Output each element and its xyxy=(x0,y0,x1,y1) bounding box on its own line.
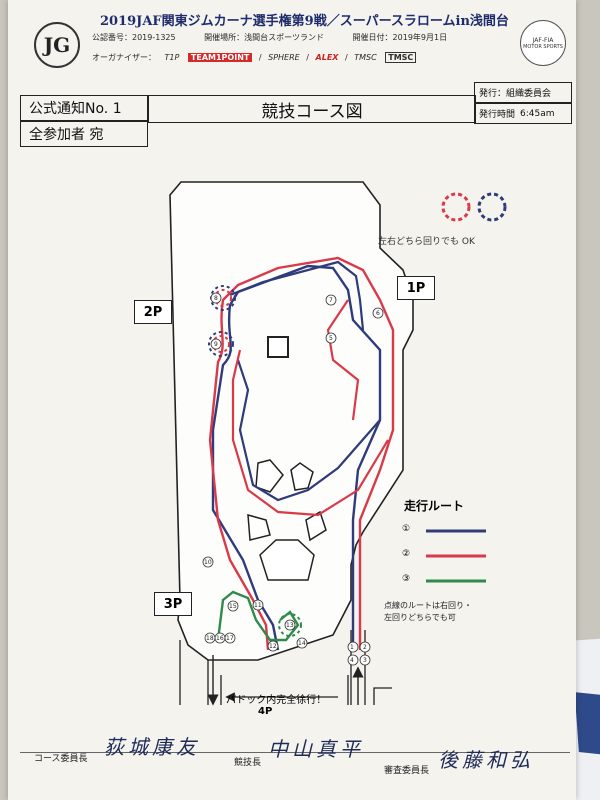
sponsor-tmsc-logo: TMSC xyxy=(385,52,417,63)
jaf-seal-line1: JAF-FIA xyxy=(532,36,554,44)
legend-item-3: ③ xyxy=(402,574,411,584)
legend-blue-dashed-circle xyxy=(477,192,507,222)
event-title: 2019JAF関東ジムカーナ選手権第9戦／スーパースラロームin浅間台 xyxy=(100,14,509,29)
route-2-path xyxy=(208,256,395,651)
inner-obstacle-2 xyxy=(290,462,314,491)
marker-3: 3 xyxy=(363,657,367,664)
legend-note-line2: 左回りどちらでも可 xyxy=(384,613,456,622)
zone-1p: 1P xyxy=(397,276,435,300)
sponsor-sphere: SPHERE xyxy=(268,53,300,62)
legend-title: 走行ルート xyxy=(404,499,465,513)
organizer-logo: JG xyxy=(34,22,80,68)
sponsor-alex: ALEX xyxy=(315,53,339,62)
steward-label: 審査委員長 xyxy=(384,766,430,776)
addressee: 全参加者 宛 xyxy=(20,121,148,147)
issue-time: 発行時間 6:45am xyxy=(474,103,572,124)
signature-line xyxy=(20,752,570,753)
paddock-note: パドック内完全徐行！ xyxy=(226,695,327,706)
paddock-bracket xyxy=(220,675,349,705)
document-title: 競技コース図 xyxy=(148,95,476,123)
marker-15: 15 xyxy=(229,603,237,610)
marker-7: 7 xyxy=(329,297,333,304)
legend-item-1: ① xyxy=(402,524,411,534)
notice-number: 公式通知No. 1 xyxy=(20,95,148,121)
marker-14: 14 xyxy=(298,640,306,647)
marker-2: 2 xyxy=(363,644,367,651)
route-2-loop xyxy=(326,299,360,421)
director-label: 競技長 xyxy=(234,758,262,768)
marker-circles xyxy=(202,292,384,666)
zone-3p: 3P xyxy=(154,592,192,616)
marker-10: 10 xyxy=(204,559,212,566)
route-1-hairpin xyxy=(229,260,365,331)
legend-red-dashed-circle xyxy=(441,192,471,222)
permit-value: 2019-1325 xyxy=(132,33,176,42)
zone-2p: 2P xyxy=(134,300,172,324)
background-paper-graphic xyxy=(574,692,600,757)
zone-4p: 4P xyxy=(258,706,273,717)
marker-11: 11 xyxy=(254,602,262,609)
route-3-path xyxy=(216,590,300,642)
pylon-9-outer xyxy=(208,331,234,357)
legend-item-2: ② xyxy=(402,549,411,559)
marker-5: 5 xyxy=(329,335,333,342)
inner-obstacle-3 xyxy=(247,513,271,541)
issue-time-label: 発行時間 xyxy=(479,110,516,120)
center-pylon-box xyxy=(267,336,289,358)
course-chief-signature: 荻城康友 xyxy=(104,735,200,759)
sponsor-t1p: T1P xyxy=(164,53,180,62)
marker-18: 18 xyxy=(206,635,214,642)
marker-13: 13 xyxy=(286,622,294,629)
date-label: 開催日付： xyxy=(352,33,393,42)
jaf-seal-line2: MOTOR SPORTS xyxy=(523,43,563,50)
marker-9: 9 xyxy=(214,341,218,348)
marker-1: 1 xyxy=(350,644,354,651)
marker-12: 12 xyxy=(269,643,277,650)
sponsor-team1point: TEAM1POINT xyxy=(187,53,253,62)
document-sheet: JG 2019JAF関東ジムカーナ選手権第9戦／スーパースラロームin浅間台 公… xyxy=(8,0,576,800)
organizer-row: オーガナイザー： T1P TEAM1POINT / SPHERE / ALEX … xyxy=(92,52,417,63)
organizer-logo-text: JG xyxy=(43,33,71,57)
director-signature: 中山真平 xyxy=(268,737,364,761)
issue-time-value: 6:45am xyxy=(520,108,555,119)
marker-16: 16 xyxy=(216,635,224,642)
marker-17: 17 xyxy=(226,635,234,642)
jaf-seal: JAF-FIA MOTOR SPORTS xyxy=(520,20,566,66)
route-1-inner xyxy=(236,359,381,502)
finish-corner xyxy=(373,687,392,705)
venue-value: 浅間台スポーツランド xyxy=(244,33,324,42)
permit-label: 公認番号： xyxy=(92,33,132,42)
organizer-label: オーガナイザー： xyxy=(92,53,156,62)
direction-note: 左右どちら回りでも OK xyxy=(378,237,475,247)
course-chief-label: コース委員長 xyxy=(34,754,88,764)
inner-obstacle-5 xyxy=(259,539,315,581)
event-info-row: 公認番号：2019-1325 開催場所：浅間台スポーツランド 開催日付：2019… xyxy=(92,32,447,43)
marker-6: 6 xyxy=(376,310,380,317)
route-2-inner xyxy=(231,349,389,517)
marker-8: 8 xyxy=(214,295,218,302)
issuer: 発行：組織委員会 xyxy=(474,82,572,103)
steward-signature: 後藤和弘 xyxy=(438,748,534,772)
sponsor-tmsc: TMSC xyxy=(354,53,377,62)
legend-note: 点線のルートは右回り・ 左回りどちらでも可 xyxy=(384,600,472,624)
date-value: 2019年9月1日 xyxy=(392,33,448,42)
inner-obstacle-1 xyxy=(255,459,284,493)
track-outer-boundary xyxy=(169,181,414,661)
marker-4: 4 xyxy=(350,657,354,664)
legend-note-line1: 点線のルートは右回り・ xyxy=(384,601,472,610)
venue-label: 開催場所： xyxy=(204,33,245,42)
course-map xyxy=(169,181,507,706)
pylon-13-ring xyxy=(278,613,302,637)
